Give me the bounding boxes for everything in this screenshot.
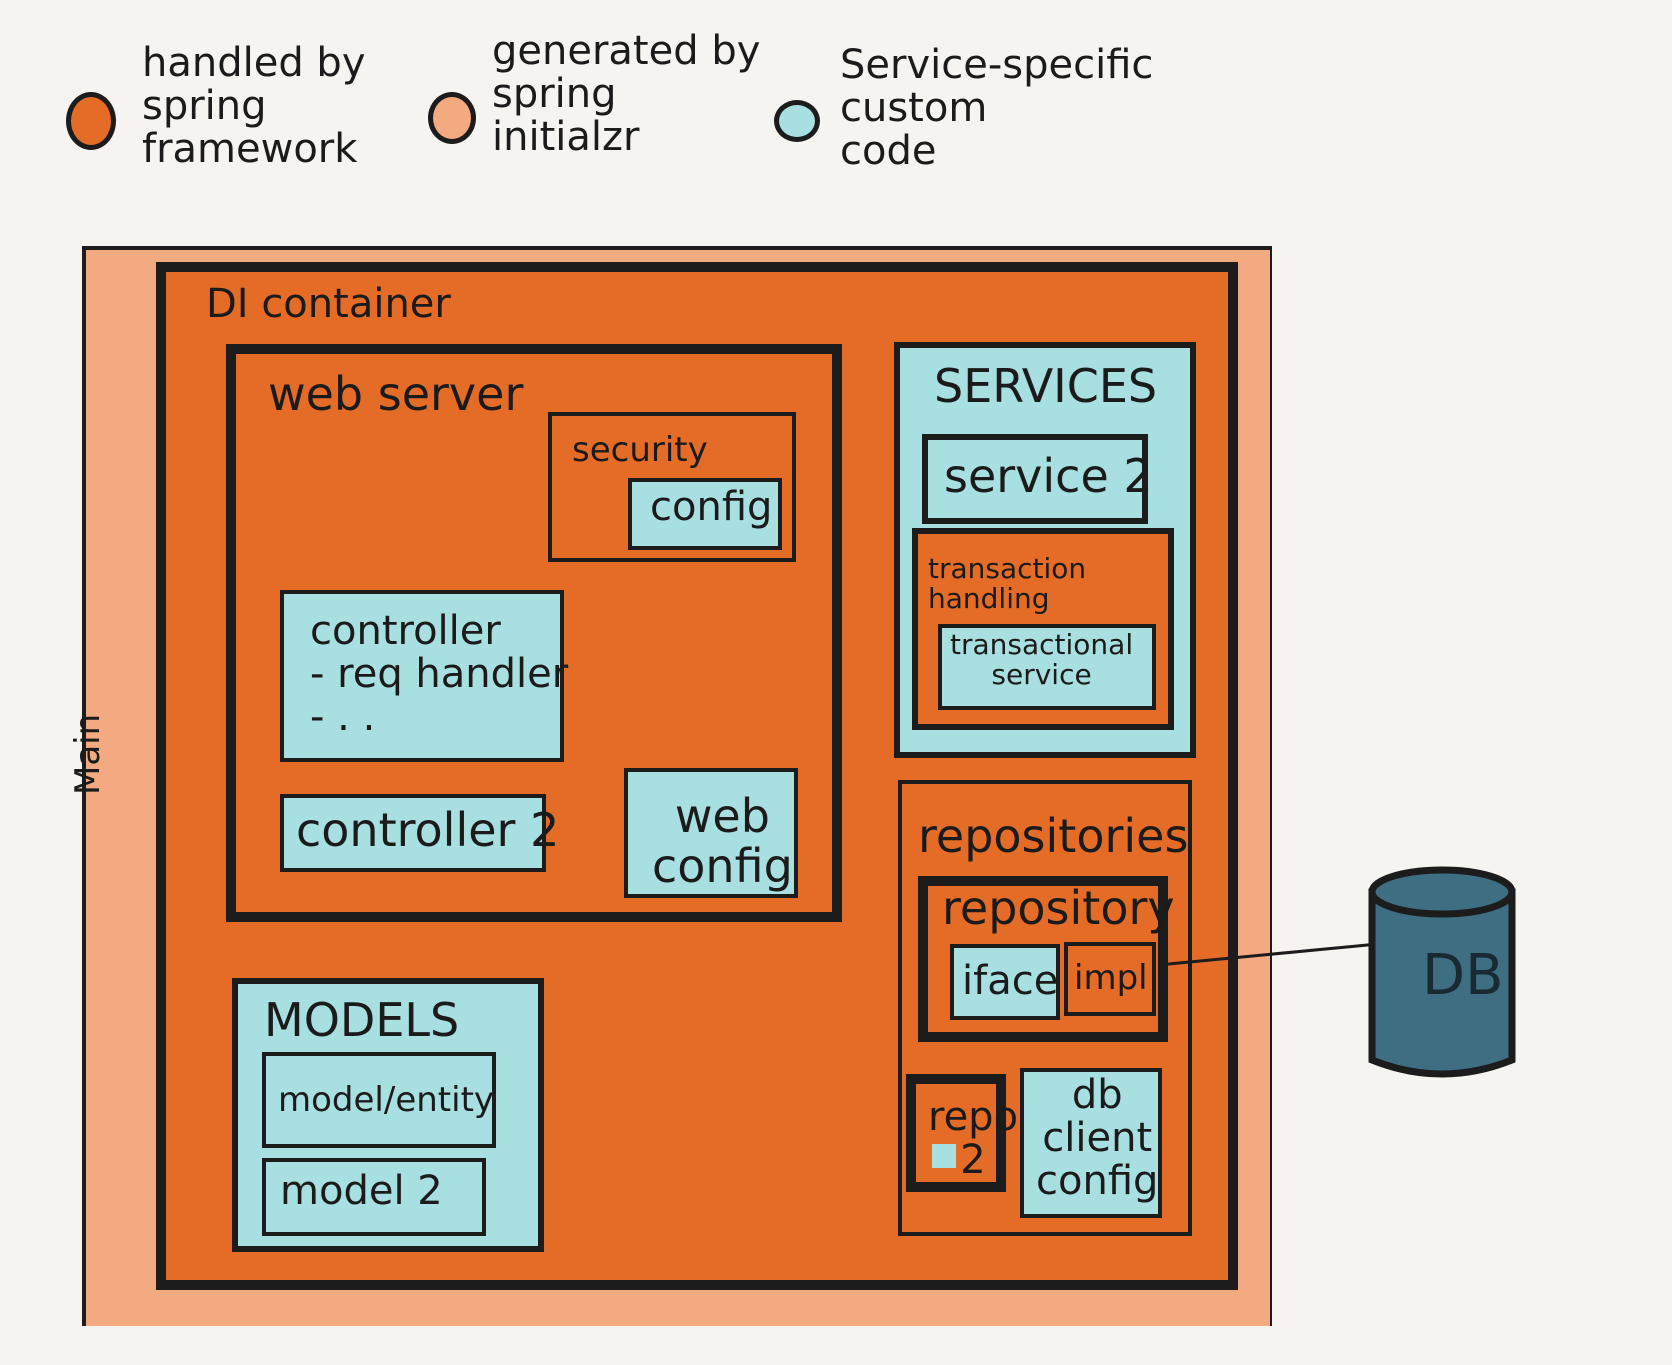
services-label: SERVICES	[934, 359, 1158, 413]
service2-label: service 2	[944, 449, 1153, 503]
repositories-label: repositories	[918, 809, 1189, 863]
legend-custom-swatch	[774, 100, 820, 142]
legend-spring-swatch	[66, 92, 116, 150]
security-config-label: config	[650, 484, 773, 530]
legend-initializr-swatch	[428, 92, 476, 144]
transaction-handling-label: transaction handling	[928, 552, 1087, 616]
controller2-label: controller 2	[296, 803, 560, 857]
web-config-box	[624, 768, 798, 898]
repository-impl-box	[1064, 942, 1156, 1016]
repo2-marker	[932, 1144, 956, 1168]
repo2-box	[906, 1074, 1006, 1192]
legend-initializr-label: generated by spring initialzr	[492, 28, 761, 161]
legend-spring-label: handled by spring framework	[142, 40, 366, 173]
transactional-service-box	[938, 624, 1156, 710]
db-body	[1368, 888, 1516, 1078]
db-connector-line	[1157, 942, 1379, 967]
db-client-config-label: db client config	[1036, 1072, 1159, 1205]
repository-label: repository	[942, 881, 1175, 935]
web-config-label: web config	[652, 789, 793, 893]
security-label: security	[572, 430, 708, 470]
security-config-box	[628, 478, 782, 550]
model2-label: model 2	[280, 1168, 443, 1214]
model-entity-box	[262, 1052, 496, 1148]
controller-label: controller - req handler - . .	[310, 608, 569, 741]
db-label: DB	[1422, 943, 1504, 1008]
models-label: MODELS	[264, 993, 460, 1047]
controller2-box	[280, 794, 546, 872]
controller-box	[280, 590, 564, 762]
db-client-config-box	[1020, 1068, 1162, 1218]
transactional-service-label: transactional service	[950, 628, 1134, 692]
web-server-label: web server	[268, 367, 524, 421]
model2-box	[262, 1158, 486, 1236]
legend-custom-label: Service-specific custom code	[840, 42, 1154, 175]
repository-iface-label: iface	[962, 958, 1059, 1004]
repository-iface-box	[950, 944, 1060, 1020]
db-top	[1368, 866, 1516, 918]
main-label: Main	[68, 713, 108, 795]
di-container-label: DI container	[206, 281, 451, 327]
repository-impl-label: impl	[1074, 958, 1148, 998]
model-entity-label: model/entity	[278, 1080, 495, 1120]
service2-box	[922, 434, 1148, 524]
repo2-label: repo 2	[928, 1094, 1019, 1184]
db-cylinder	[1157, 866, 1516, 1078]
